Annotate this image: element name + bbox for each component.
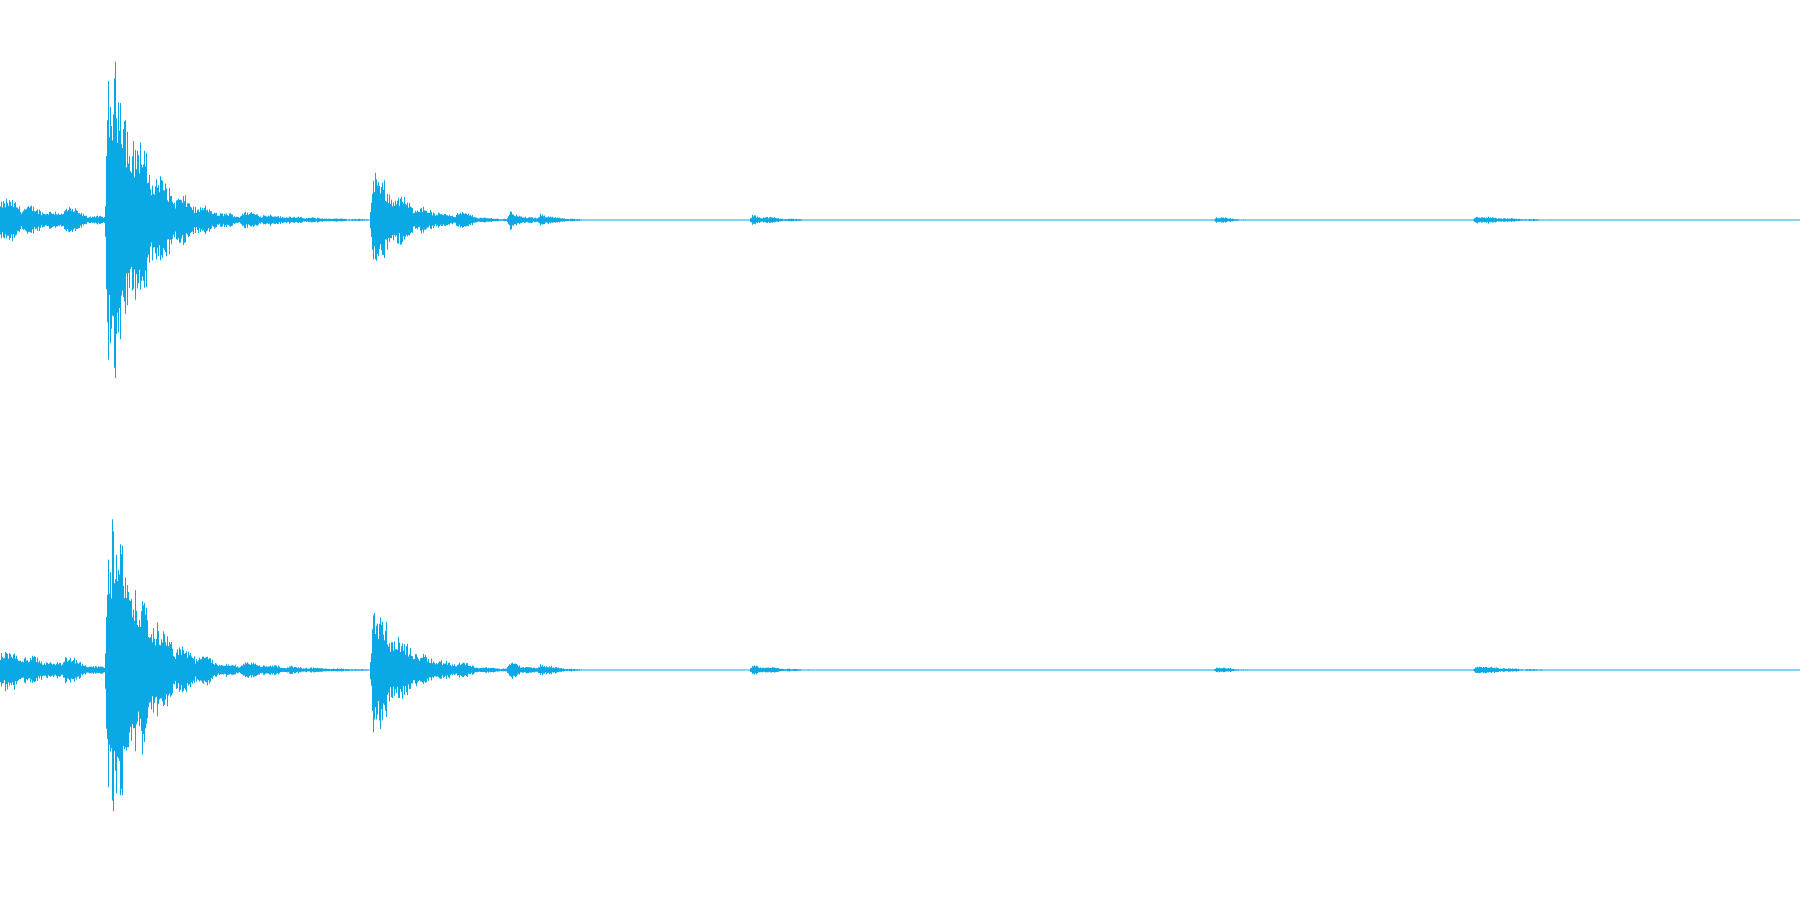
waveform-path [0,519,1543,812]
waveform-channel-1 [0,61,1800,378]
waveform-path [0,61,1551,378]
waveform-channel-2 [0,519,1800,812]
